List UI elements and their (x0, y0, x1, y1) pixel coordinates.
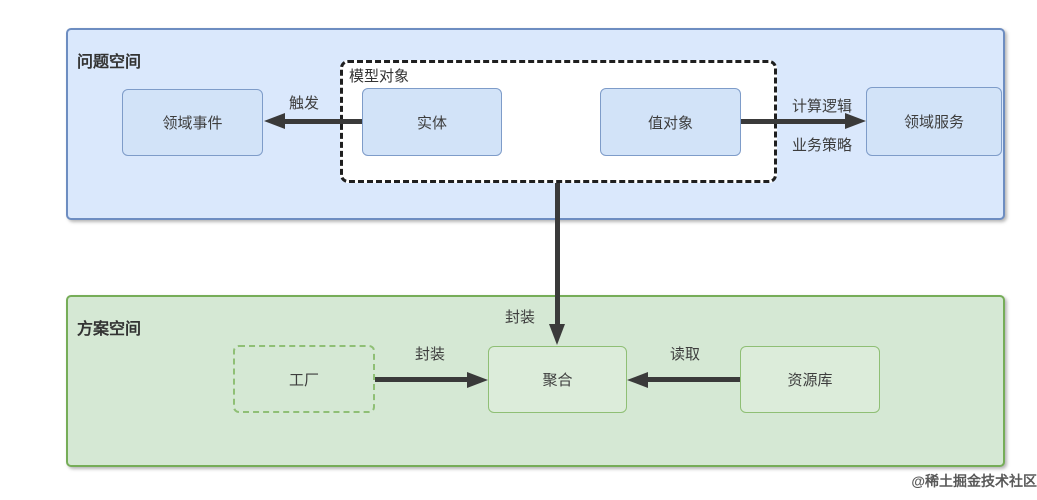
arrow-encapsulate-horizontal-line (375, 377, 469, 382)
box-aggregate: 聚合 (488, 346, 627, 413)
arrow-encapsulate-vertical-line (555, 183, 560, 324)
arrow-read-line (646, 377, 740, 382)
edge-label-encapsulate-vertical: 封装 (504, 309, 536, 326)
arrow-read-head-left-icon (627, 372, 648, 388)
edge-label-business-policy: 业务策略 (791, 137, 853, 154)
problem-space-title: 问题空间 (77, 54, 142, 71)
box-factory: 工厂 (233, 345, 375, 413)
box-repository: 资源库 (740, 346, 880, 413)
box-entity: 实体 (362, 88, 502, 156)
arrow-trigger-line (283, 119, 362, 124)
arrow-compute-line (741, 119, 847, 124)
arrow-encapsulate-horizontal-head-right-icon (467, 372, 488, 388)
box-value-object: 值对象 (600, 88, 741, 156)
watermark: @稀土掘金技术社区 (911, 473, 1037, 489)
solution-space-title: 方案空间 (77, 321, 142, 338)
arrow-compute-head-right-icon (845, 113, 866, 129)
edge-label-read: 读取 (669, 346, 701, 363)
edge-label-compute-logic: 计算逻辑 (791, 98, 853, 115)
edge-label-encapsulate-horizontal: 封装 (414, 346, 446, 363)
edge-label-trigger: 触发 (288, 95, 320, 112)
arrow-encapsulate-vertical-head-down-icon (549, 324, 565, 345)
box-domain-service: 领域服务 (866, 87, 1002, 156)
arrow-trigger-head-left-icon (264, 113, 285, 129)
model-object-title: 模型对象 (349, 68, 410, 85)
box-domain-event: 领域事件 (122, 89, 263, 156)
